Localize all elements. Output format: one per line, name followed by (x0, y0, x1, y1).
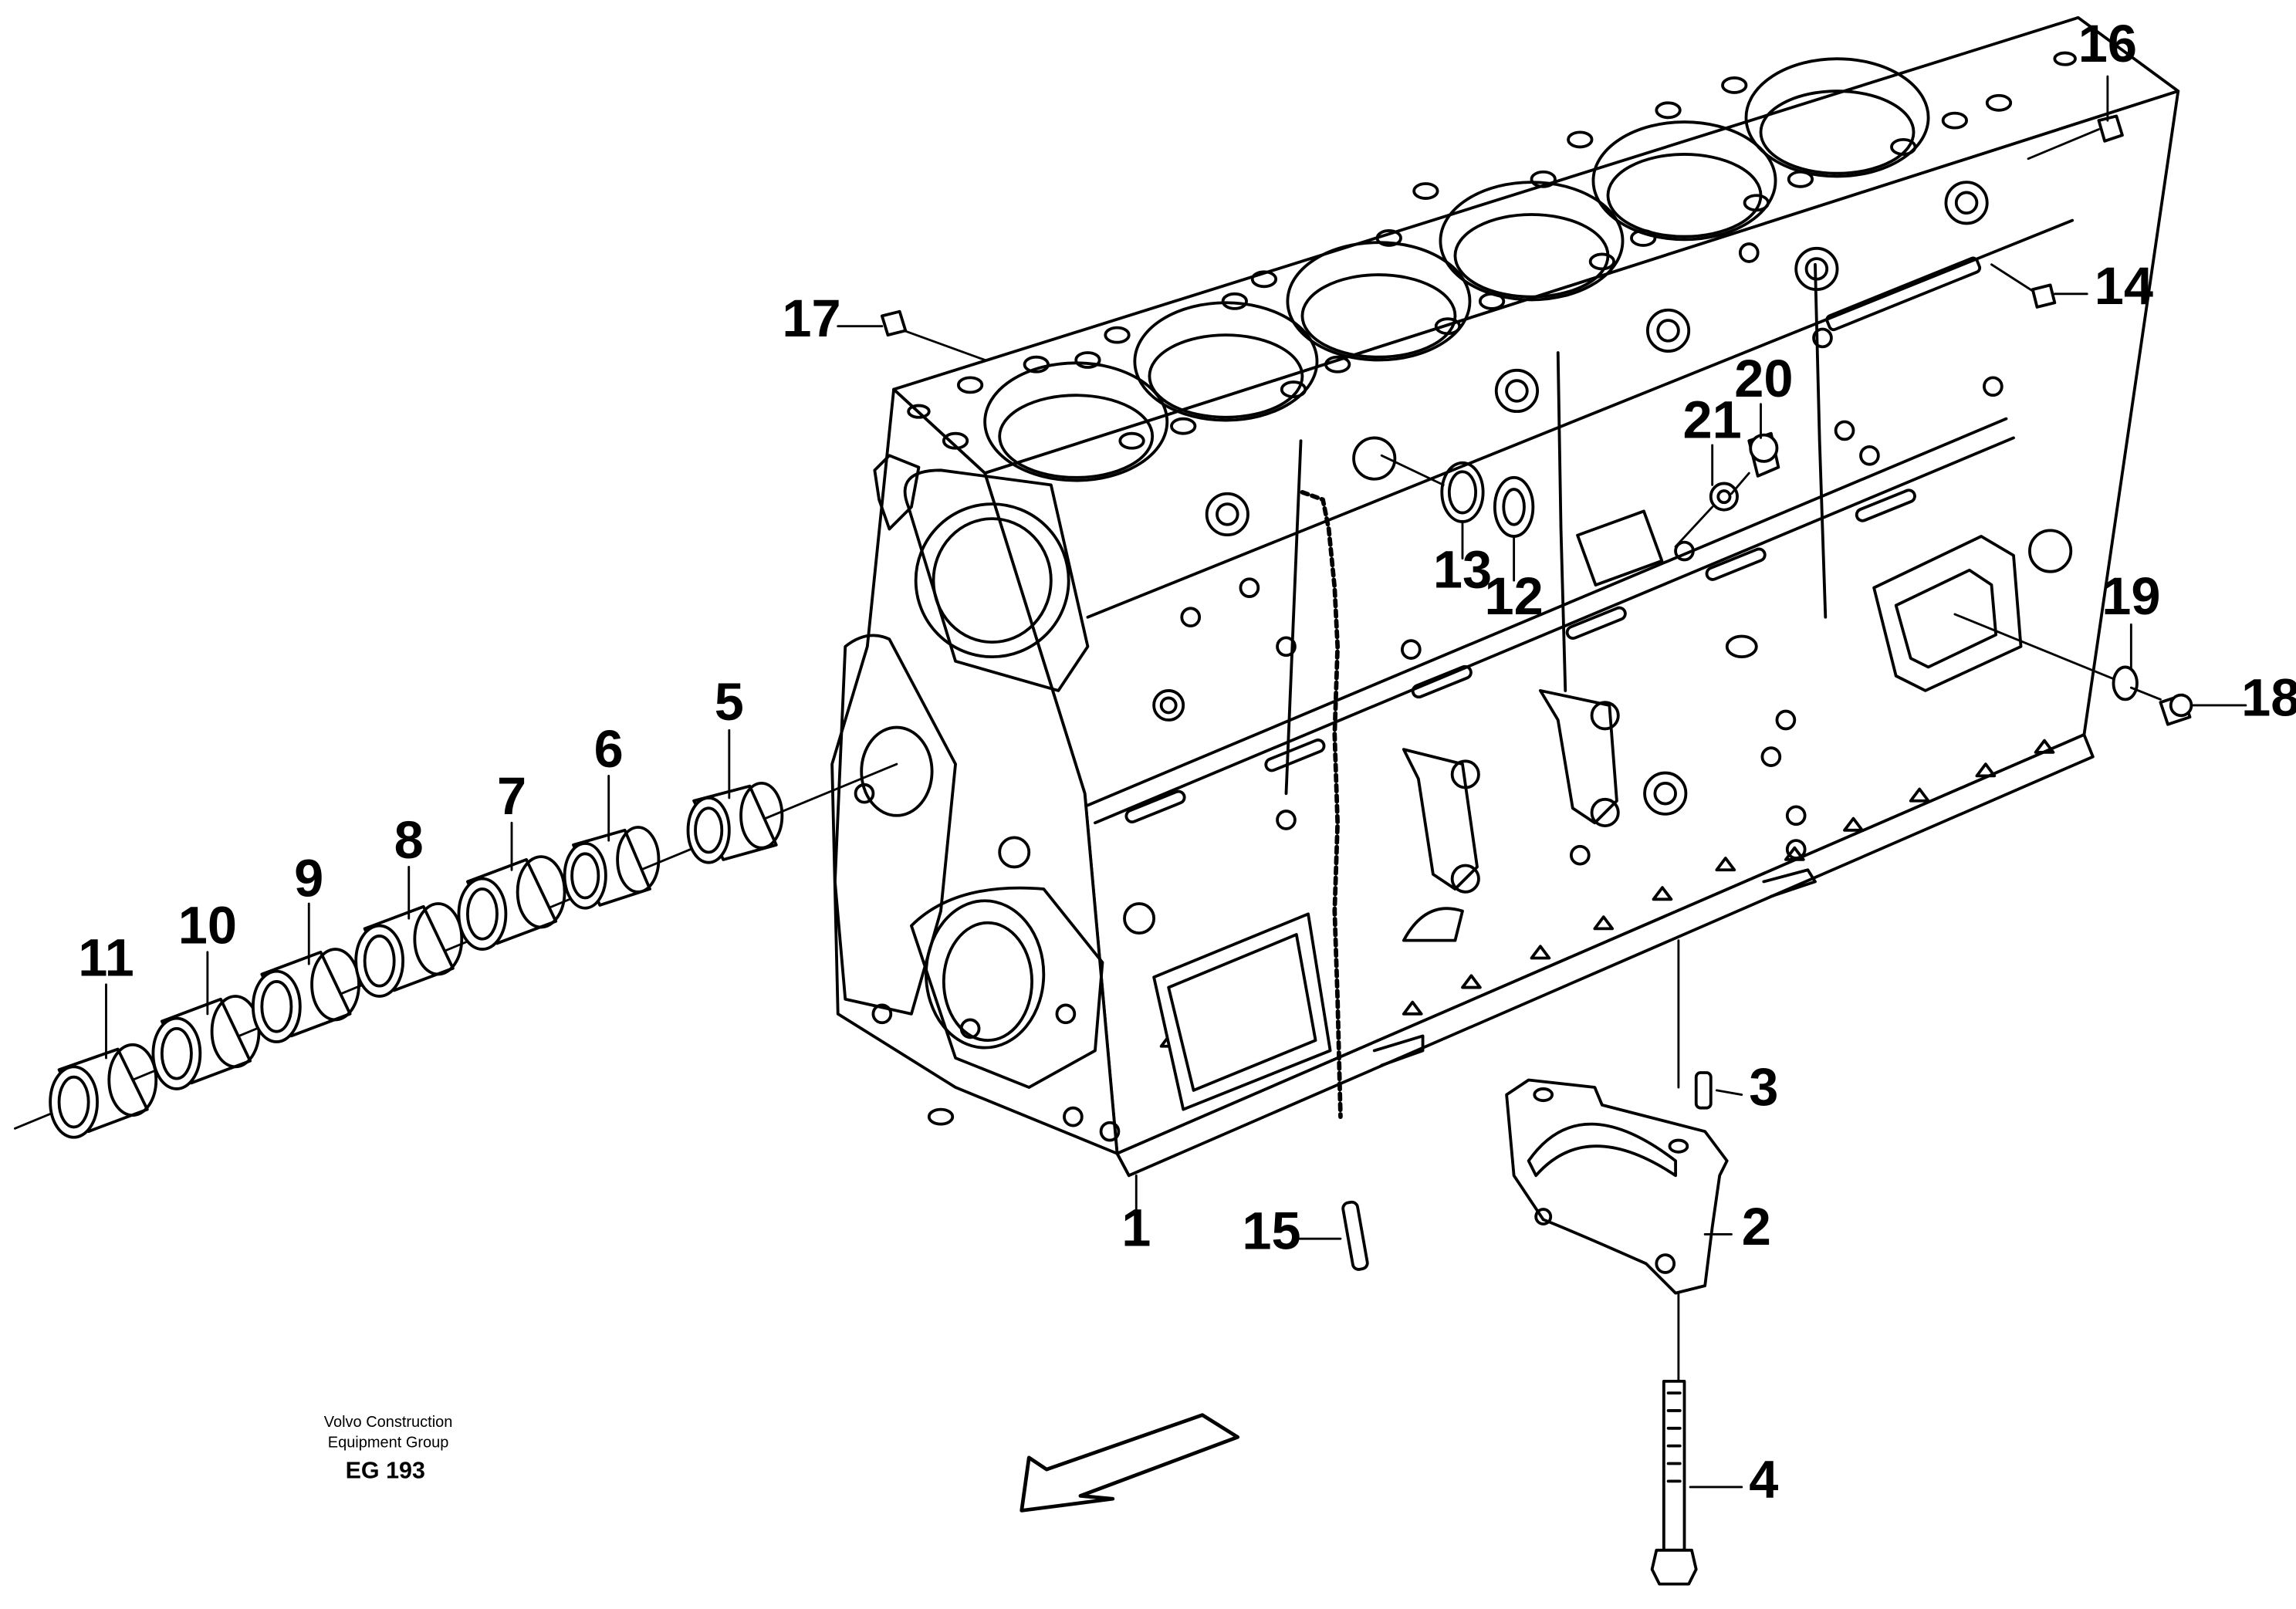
callout-8: 8 (394, 810, 424, 870)
side-slots (1124, 256, 1982, 824)
main-bearing-cap (1505, 1071, 1729, 1586)
callout-4: 4 (1749, 1449, 1778, 1509)
callout-13: 13 (1433, 540, 1492, 600)
cooling-nozzles (1402, 689, 1620, 942)
callout-9: 9 (294, 849, 323, 908)
callout-3: 3 (1749, 1057, 1778, 1117)
timing-end (834, 454, 1202, 1142)
dipstick-tube (1300, 490, 1343, 1119)
callout-21: 21 (1683, 390, 1742, 449)
small-parts (880, 114, 2193, 1271)
callout-11: 11 (78, 928, 134, 987)
side-bosses (1152, 181, 2073, 866)
callout-14: 14 (2095, 256, 2153, 316)
callout-16: 16 (2078, 14, 2137, 73)
leader-lines (105, 75, 2247, 1489)
callout-7: 7 (497, 766, 526, 826)
credit-block: Volvo Construction Equipment Group EG 19… (324, 1414, 453, 1484)
callout-1: 1 (1121, 1198, 1151, 1258)
front-direction-arrow (1020, 1413, 1240, 1513)
engine-block (830, 15, 2180, 1178)
credit-company: Volvo Construction (324, 1414, 453, 1431)
side-cover-plates (1152, 509, 2023, 1111)
credit-group: Equipment Group (328, 1435, 449, 1452)
callout-6: 6 (594, 719, 624, 779)
callout-19: 19 (2102, 566, 2160, 626)
deck-bolt-holes (907, 51, 2077, 450)
credit-code: EG 193 (346, 1458, 425, 1484)
callout-20: 20 (1734, 349, 1793, 408)
callout-12: 12 (1485, 566, 1544, 626)
callout-18: 18 (2241, 668, 2296, 727)
callout-15: 15 (1242, 1201, 1300, 1260)
camshaft-bushings (14, 762, 898, 1139)
callout-5: 5 (715, 672, 744, 732)
callout-17: 17 (782, 289, 840, 348)
callout-labels: 1 2 3 4 5 6 7 8 9 10 11 12 13 14 15 16 1… (78, 14, 2296, 1509)
callout-2: 2 (1742, 1197, 1771, 1256)
callout-10: 10 (178, 895, 237, 955)
